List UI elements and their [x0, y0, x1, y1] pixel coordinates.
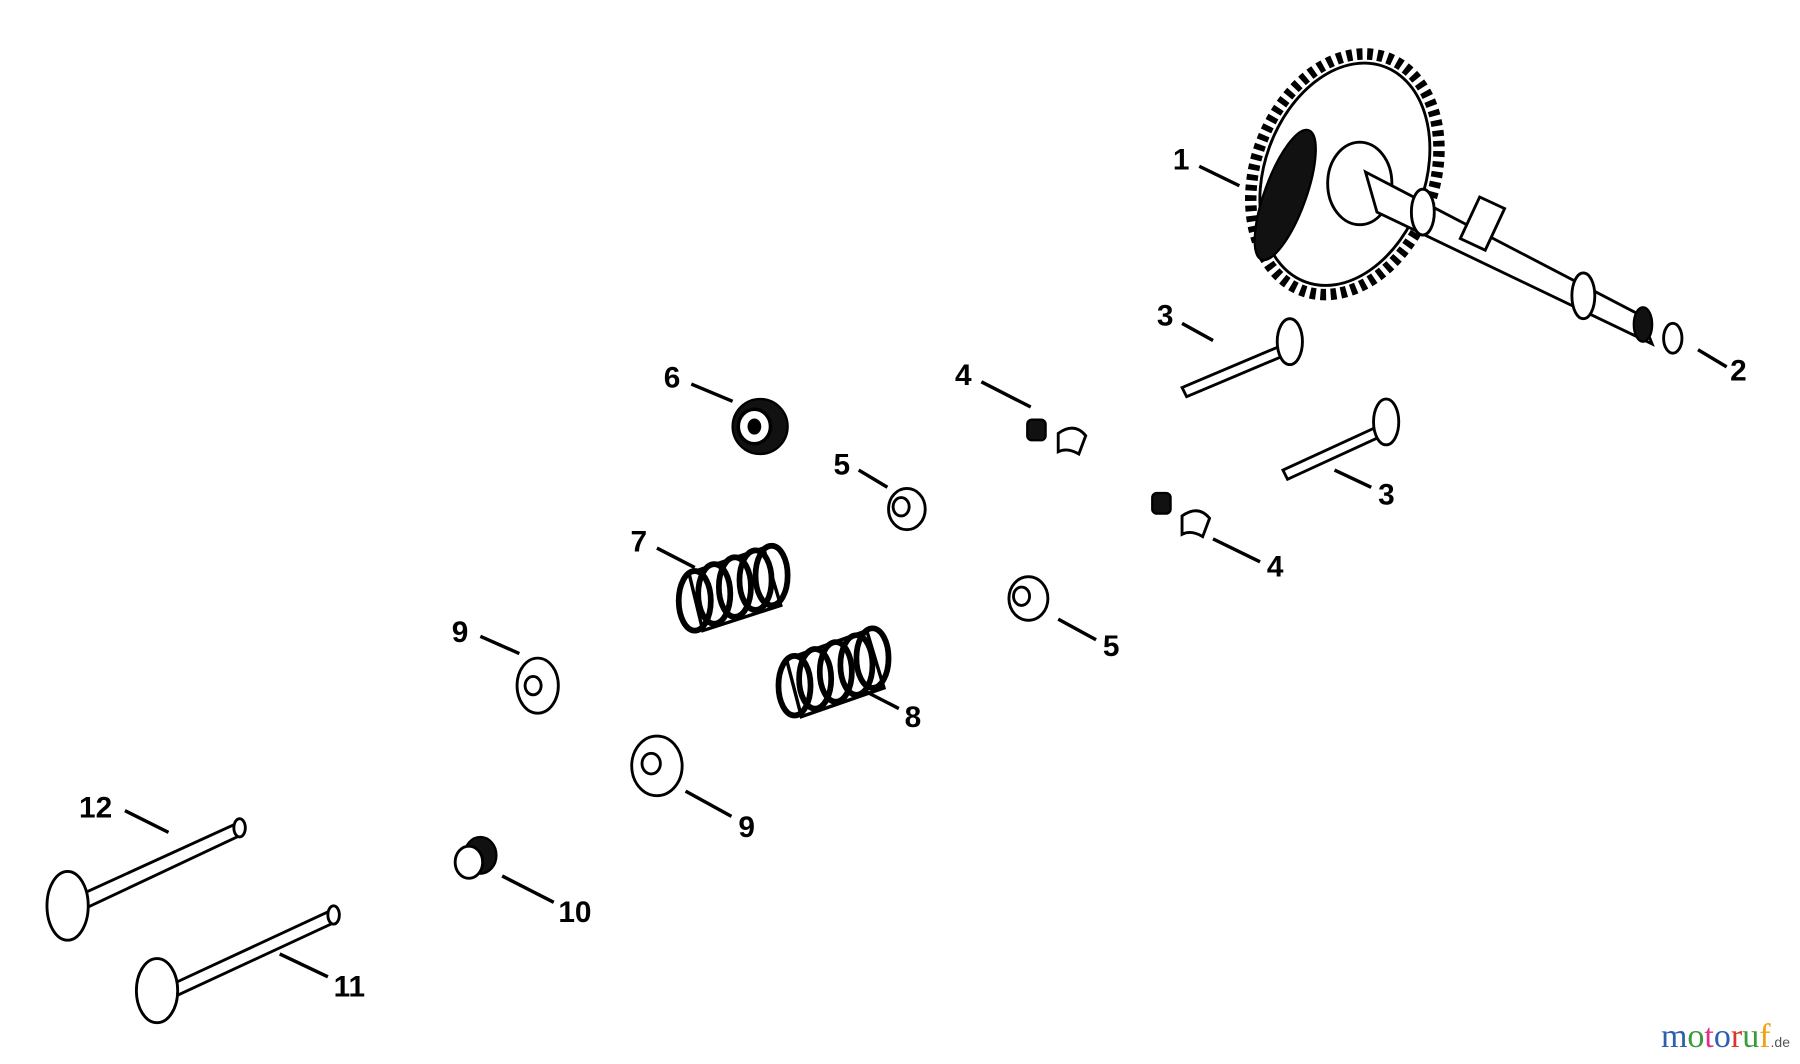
- callout-7: 7: [631, 525, 648, 558]
- watermark-letter: u: [1742, 1018, 1760, 1055]
- callout-3: 3: [1378, 478, 1395, 511]
- exhaust-valve-part: [134, 904, 341, 1025]
- callout-4: 4: [955, 359, 972, 392]
- callout-5: 5: [1103, 630, 1120, 663]
- valve-washer-part: [515, 656, 684, 798]
- callout-8: 8: [905, 701, 922, 734]
- valve-spring-exhaust-part: [775, 625, 892, 719]
- watermark-letter: r: [1730, 1018, 1743, 1055]
- watermark-letter: m: [1660, 1018, 1688, 1055]
- valve-keeper-part: [1026, 418, 1212, 539]
- watermark-letter: f: [1759, 1018, 1771, 1055]
- callout-11: 11: [334, 970, 366, 1003]
- callout-5: 5: [834, 449, 851, 482]
- watermark-letter: o: [1713, 1018, 1731, 1055]
- valve-tappet-part: [1180, 317, 1401, 482]
- callout-9: 9: [738, 811, 755, 844]
- leader-lines: [124, 164, 1728, 979]
- valve-seat-insert-part: [453, 835, 498, 880]
- camshaft-gear-part: [1245, 48, 1655, 347]
- callout-10: 10: [558, 896, 591, 929]
- callout-12: 12: [79, 791, 112, 824]
- callout-3: 3: [1157, 300, 1174, 333]
- spring-retainer-part: [887, 486, 1050, 622]
- watermark-letter: o: [1687, 1018, 1705, 1055]
- callout-1: 1: [1173, 144, 1190, 177]
- motoruf-watermark-logo: motoruf.de: [1661, 1018, 1790, 1056]
- callout-9: 9: [452, 616, 469, 649]
- watermark-letter: t: [1704, 1018, 1714, 1055]
- valve-spring-intake-part: [675, 542, 791, 634]
- callout-6: 6: [664, 362, 681, 395]
- valve-seal-part: [731, 397, 789, 456]
- callout-2: 2: [1730, 355, 1747, 388]
- thrust-washer-part: [1662, 321, 1684, 355]
- watermark-suffix: .de: [1770, 1034, 1790, 1050]
- callout-4: 4: [1267, 551, 1284, 584]
- intake-valve-part: [45, 817, 247, 942]
